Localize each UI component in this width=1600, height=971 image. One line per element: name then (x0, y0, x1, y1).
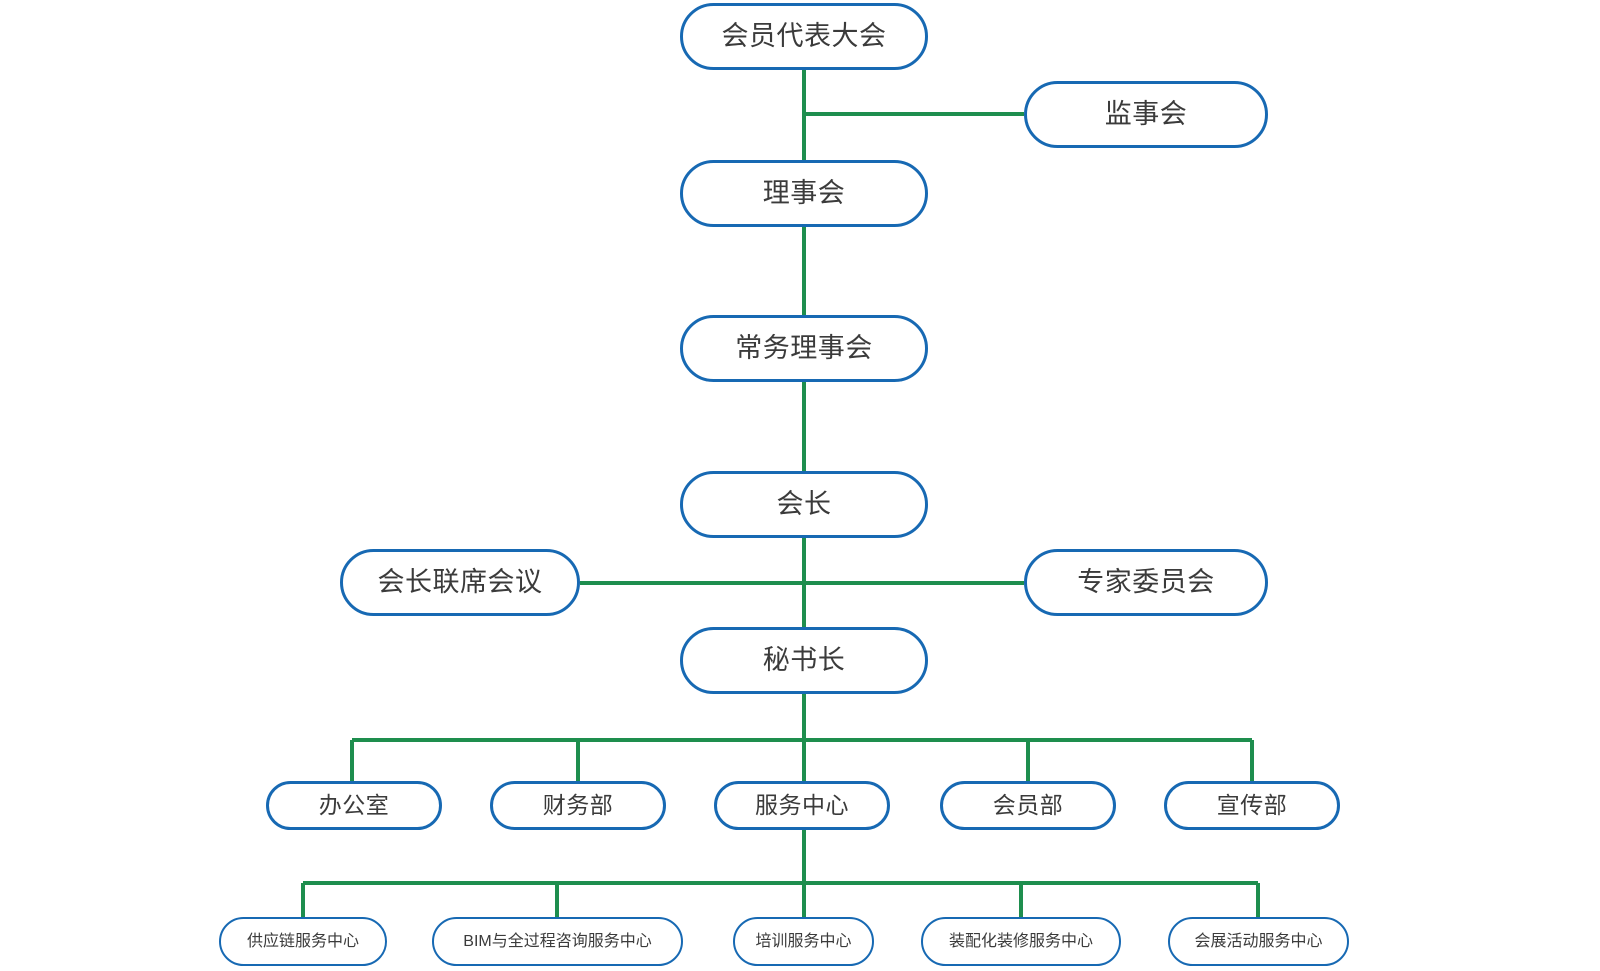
node-label: 会展活动服务中心 (1194, 932, 1323, 950)
node-member-congress[interactable]: 会员代表大会 (680, 3, 928, 70)
node-council[interactable]: 理事会 (680, 160, 928, 227)
node-finance-department[interactable]: 财务部 (490, 781, 666, 830)
node-membership-department[interactable]: 会员部 (940, 781, 1116, 830)
node-training-service-center[interactable]: 培训服务中心 (733, 917, 874, 966)
node-label: 财务部 (542, 792, 614, 818)
node-label: 服务中心 (755, 792, 849, 818)
node-service-center[interactable]: 服务中心 (714, 781, 890, 830)
node-label: 会长联席会议 (377, 567, 543, 597)
node-secretary-general[interactable]: 秘书长 (680, 627, 928, 694)
node-prefab-decoration-service-center[interactable]: 装配化装修服务中心 (921, 917, 1121, 966)
node-label: 会长 (776, 489, 832, 519)
node-label: 监事会 (1104, 99, 1188, 129)
node-standing-council[interactable]: 常务理事会 (680, 315, 928, 382)
node-label: 培训服务中心 (755, 932, 852, 950)
node-board-of-supervisors[interactable]: 监事会 (1024, 81, 1268, 148)
node-bim-consulting-service-center[interactable]: BIM与全过程咨询服务中心 (432, 917, 683, 966)
node-label: 会员代表大会 (721, 21, 887, 51)
node-president-joint-meeting[interactable]: 会长联席会议 (340, 549, 580, 616)
node-label: BIM与全过程咨询服务中心 (463, 932, 652, 950)
node-label: 宣传部 (1216, 792, 1288, 818)
node-label: 供应链服务中心 (246, 932, 359, 950)
node-label: 装配化装修服务中心 (948, 932, 1093, 950)
node-label: 会员部 (992, 792, 1064, 818)
node-label: 专家委员会 (1077, 567, 1215, 597)
node-supply-chain-service-center[interactable]: 供应链服务中心 (219, 917, 387, 966)
node-label: 常务理事会 (735, 333, 873, 363)
node-expert-committee[interactable]: 专家委员会 (1024, 549, 1268, 616)
node-label: 理事会 (762, 178, 846, 208)
node-publicity-department[interactable]: 宣传部 (1164, 781, 1340, 830)
node-exhibition-service-center[interactable]: 会展活动服务中心 (1168, 917, 1349, 966)
node-president[interactable]: 会长 (680, 471, 928, 538)
node-office[interactable]: 办公室 (266, 781, 442, 830)
node-label: 秘书长 (762, 645, 846, 675)
node-label: 办公室 (318, 792, 390, 818)
